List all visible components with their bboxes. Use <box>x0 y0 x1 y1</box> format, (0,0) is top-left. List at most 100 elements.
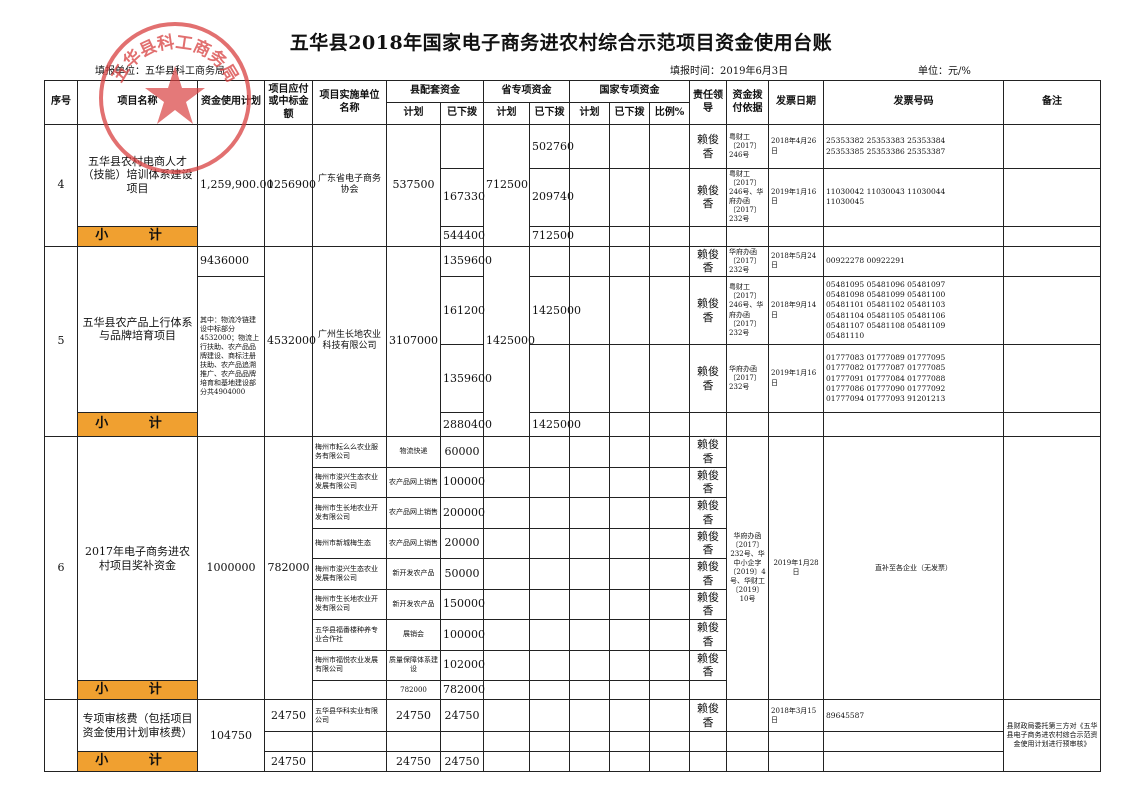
prov-paid: 209740 <box>529 168 574 227</box>
basis-cell: 华府办函〔2017〕232号、华中小企字〔2019〕4号、华财工〔2019〕10… <box>726 436 770 701</box>
table-row: 五华县福番楼种养专业合作社 展销会 100000 赖俊香 <box>45 619 1101 651</box>
subtotal-row: 小 计 782000 782000 <box>45 680 1101 701</box>
impl-unit: 广东省电子商务协会 <box>312 124 387 247</box>
county-plan: 24750 <box>386 699 441 733</box>
col-impl: 项目实施单位名称 <box>312 80 387 125</box>
invoice-numbers: 25353382 25353383 25353384 25353385 2535… <box>823 124 1005 169</box>
contract-amount: 24750 <box>264 699 313 733</box>
county-plan: 537500 <box>386 124 441 247</box>
currency-unit: 单位：元/% <box>918 66 971 77</box>
col-national-group: 国家专项资金 <box>568 80 691 103</box>
county-paid: 1359600 <box>440 344 492 414</box>
plan-amount: 1,259,900.00 <box>197 124 273 247</box>
leader-cell: 赖俊香 <box>689 527 728 560</box>
county-paid: 161200 <box>440 276 485 346</box>
leader-cell: 赖俊香 <box>689 588 728 621</box>
subtotal-row: 小 计 544400 712500 <box>45 225 1102 247</box>
county-paid: 24750 <box>440 699 484 733</box>
project-name: 五华县农村电商人才（技能）培训体系建设项目 <box>77 124 198 227</box>
seq-cell: 6 <box>44 436 78 701</box>
impl-unit: 梅州市浚兴生态农业发展有限公司 <box>312 558 387 590</box>
impl-unit: 五华县华科实业有限公司 <box>312 699 387 733</box>
leader-cell: 赖俊香 <box>689 276 728 346</box>
subtotal-row: 小 计 2880400 1425000 <box>45 412 1102 438</box>
county-paid: 102000 <box>440 649 485 682</box>
county-plan: 24750 <box>386 751 441 772</box>
county-paid: 2880400 <box>440 412 492 438</box>
basis-cell: 粤财工〔2017〕246号、华府办函〔2017〕232号 <box>726 168 770 227</box>
prov-paid: 712500 <box>529 225 574 247</box>
invoice-date: 2018年3月15日 <box>768 699 825 733</box>
report-date: 填报时间：2019年6月3日 <box>670 66 789 77</box>
impl-unit: 梅州市耘么么农业服务有限公司 <box>312 436 387 468</box>
col-seq: 序号 <box>44 80 78 125</box>
impl-unit: 梅州市生长地农业开发有限公司 <box>312 497 387 529</box>
subtotal-row: 小 计 24750 24750 24750 <box>45 751 1101 772</box>
county-paid: 200000 <box>440 497 485 529</box>
county-paid: 100000 <box>440 619 485 651</box>
seq-cell: 4 <box>44 124 78 247</box>
col-remark: 备注 <box>1003 80 1102 125</box>
table-row: 4 五华县农村电商人才（技能）培训体系建设项目 1,259,900.00 125… <box>44 124 1102 247</box>
support-item: 质量保障体系建设 <box>386 649 441 682</box>
impl-unit: 梅州市生长地农业开发有限公司 <box>312 588 387 621</box>
leader-cell: 赖俊香 <box>689 245 728 278</box>
col-leader: 责任领导 <box>689 80 728 125</box>
leader-cell: 赖俊香 <box>689 619 728 651</box>
col-basis: 资金拨付依据 <box>726 80 770 125</box>
county-paid: 50000 <box>440 558 484 590</box>
col-prov-paid: 已下拨 <box>529 102 570 125</box>
plan-amount: 104750 <box>197 699 265 772</box>
county-paid: 167330 <box>440 168 485 227</box>
invoice-numbers: 01777083 01777089 01777095 01777082 0177… <box>823 344 1005 414</box>
table-row: 1359600 赖俊香 华府办函〔2017〕232号 2019年1月16日 01… <box>45 344 1102 414</box>
subtotal-label: 小 计 <box>77 225 198 247</box>
plan-amount: 9436000 <box>197 245 265 278</box>
basis-cell: 华府办函〔2017〕232号 <box>726 245 770 278</box>
county-paid: 60000 <box>440 436 484 468</box>
col-province-group: 省专项资金 <box>483 80 570 103</box>
col-name: 项目名称 <box>77 80 198 125</box>
subtotal-label: 小 计 <box>77 751 198 772</box>
support-item: 新开发农产品 <box>386 588 441 621</box>
prov-plan: 712500 <box>483 124 530 247</box>
invoice-date: 2018年5月24日 <box>768 245 825 278</box>
plan-note: 其中：物流冷链建设中标部分4532000；物流上行扶助、农产品品牌建设、商标注册… <box>197 276 265 438</box>
col-county-group: 县配套资金 <box>386 80 484 103</box>
support-item: 农产品网上销售 <box>386 497 441 529</box>
contract-amount: 4532000 <box>264 245 316 438</box>
leader-cell: 赖俊香 <box>689 436 728 468</box>
table-row: 梅州市浚兴生态农业发展有限公司 新开发农产品 50000 赖俊香 <box>45 558 1101 590</box>
col-plan: 资金使用计划 <box>197 80 265 125</box>
impl-unit: 梅州市浚兴生态农业发展有限公司 <box>312 466 387 499</box>
leader-cell: 赖俊香 <box>689 344 728 414</box>
subtotal-label: 小 计 <box>77 412 198 438</box>
seq-cell: 5 <box>44 245 78 438</box>
prov-paid: 502760 <box>529 124 574 169</box>
invoice-date: 2019年1月16日 <box>768 344 825 414</box>
county-paid: 100000 <box>440 466 485 499</box>
prov-plan: 1425000 <box>483 245 535 438</box>
col-nat-paid: 已下拨 <box>609 102 650 125</box>
prov-paid: 1425000 <box>529 412 581 438</box>
table-row: 专项审核费（包括项目资金使用计划审核费） 104750 24750 五华县华科实… <box>44 699 1102 772</box>
leader-cell: 赖俊香 <box>689 649 728 682</box>
filler-unit: 填报单位：五华县科工商务局 <box>95 66 225 77</box>
county-paid: 150000 <box>440 588 485 621</box>
col-invoice-date: 发票日期 <box>768 80 825 125</box>
table-row: 梅州市浚兴生态农业发展有限公司 农产品网上销售 100000 赖俊香 <box>45 466 1101 499</box>
invoice-numbers: 05481095 05481096 05481097 05481098 0548… <box>823 276 1005 346</box>
col-county-plan: 计划 <box>386 102 441 125</box>
table-row: 梅州市福悦农业发展有限公司 质量保障体系建设 102000 赖俊香 <box>45 649 1101 682</box>
col-contract: 项目应付或中标金额 <box>264 80 313 125</box>
county-paid: 24750 <box>440 751 484 772</box>
basis-cell: 粤财工〔2017〕246号、华府办函〔2017〕232号 <box>726 276 770 346</box>
col-prov-plan: 计划 <box>483 102 530 125</box>
invoice-numbers: 00922278 00922291 <box>823 245 1005 278</box>
county-paid: 544400 <box>440 225 485 247</box>
leader-cell: 赖俊香 <box>689 466 728 499</box>
impl-unit: 梅州市新城梅生态 <box>312 527 387 560</box>
project-name: 2017年电子商务进农村项目奖补资金 <box>77 436 198 682</box>
county-paid: 782000 <box>440 680 485 701</box>
impl-unit: 广州生长地农业科技有限公司 <box>312 245 387 438</box>
